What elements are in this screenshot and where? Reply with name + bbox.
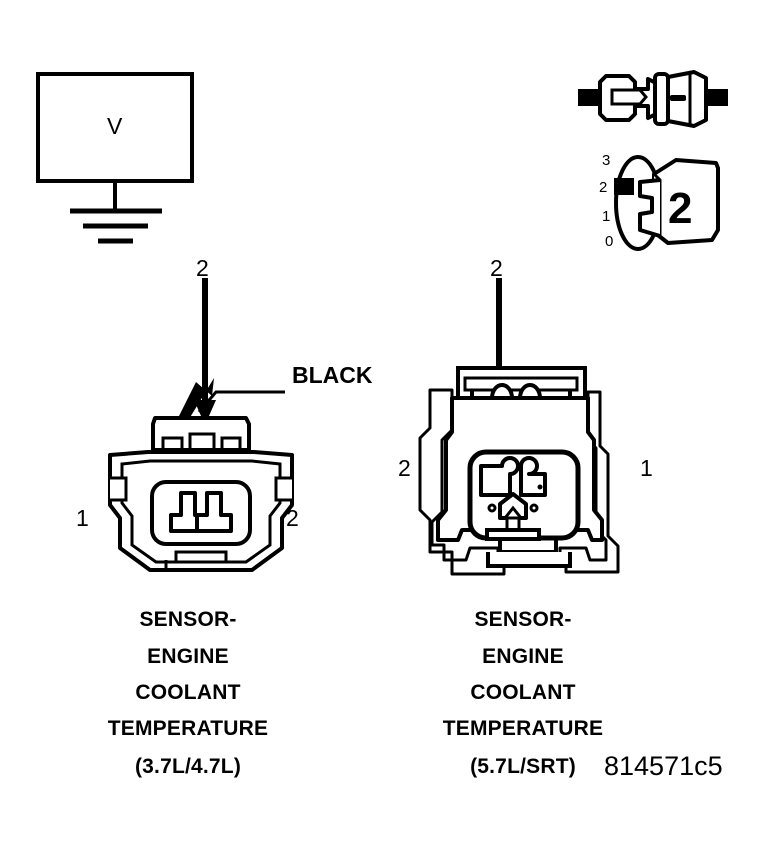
voltmeter-symbol	[36, 72, 194, 244]
left-connector-pin-2: 2	[286, 505, 299, 531]
cavity-scale-legend	[614, 155, 720, 251]
left-probe-cavity-number: 2	[196, 255, 209, 281]
wire-color-label-black: BLACK	[292, 362, 373, 388]
left-caption-line-2: ENGINE	[147, 645, 229, 668]
left-caption-line-5: (3.7L/4.7L)	[134, 755, 242, 778]
right-connector-pin-1: 1	[640, 455, 653, 481]
left-probe-arrow	[178, 278, 285, 425]
right-caption-line-1: SENSOR-	[474, 608, 572, 631]
left-caption-line-4: TEMPERATURE	[107, 717, 269, 740]
cavity-scale-tick-3: 3	[602, 152, 611, 169]
cavity-scale-tick-2: 2	[599, 179, 608, 196]
connector-pair-icon	[578, 70, 728, 128]
voltmeter-label: V	[107, 113, 123, 139]
left-connector-pin-1: 1	[76, 505, 89, 531]
right-caption-line-5: (5.7L/SRT)	[470, 755, 576, 778]
left-caption-line-1: SENSOR-	[139, 608, 237, 631]
right-connector-pin-2: 2	[398, 455, 411, 481]
cavity-scale-tick-1: 1	[602, 208, 611, 225]
right-connector-drawing	[418, 366, 620, 576]
left-connector-drawing	[108, 416, 294, 572]
right-caption-line-4: TEMPERATURE	[442, 717, 604, 740]
right-caption-line-3: COOLANT	[470, 681, 576, 704]
cavity-number-callout: 2	[668, 184, 693, 233]
right-probe-cavity-number: 2	[490, 255, 503, 281]
figure-id-label: 814571c5	[604, 751, 723, 781]
cavity-scale-tick-0: 0	[605, 233, 614, 250]
left-caption-line-3: COOLANT	[135, 681, 241, 704]
right-caption-line-2: ENGINE	[482, 645, 564, 668]
